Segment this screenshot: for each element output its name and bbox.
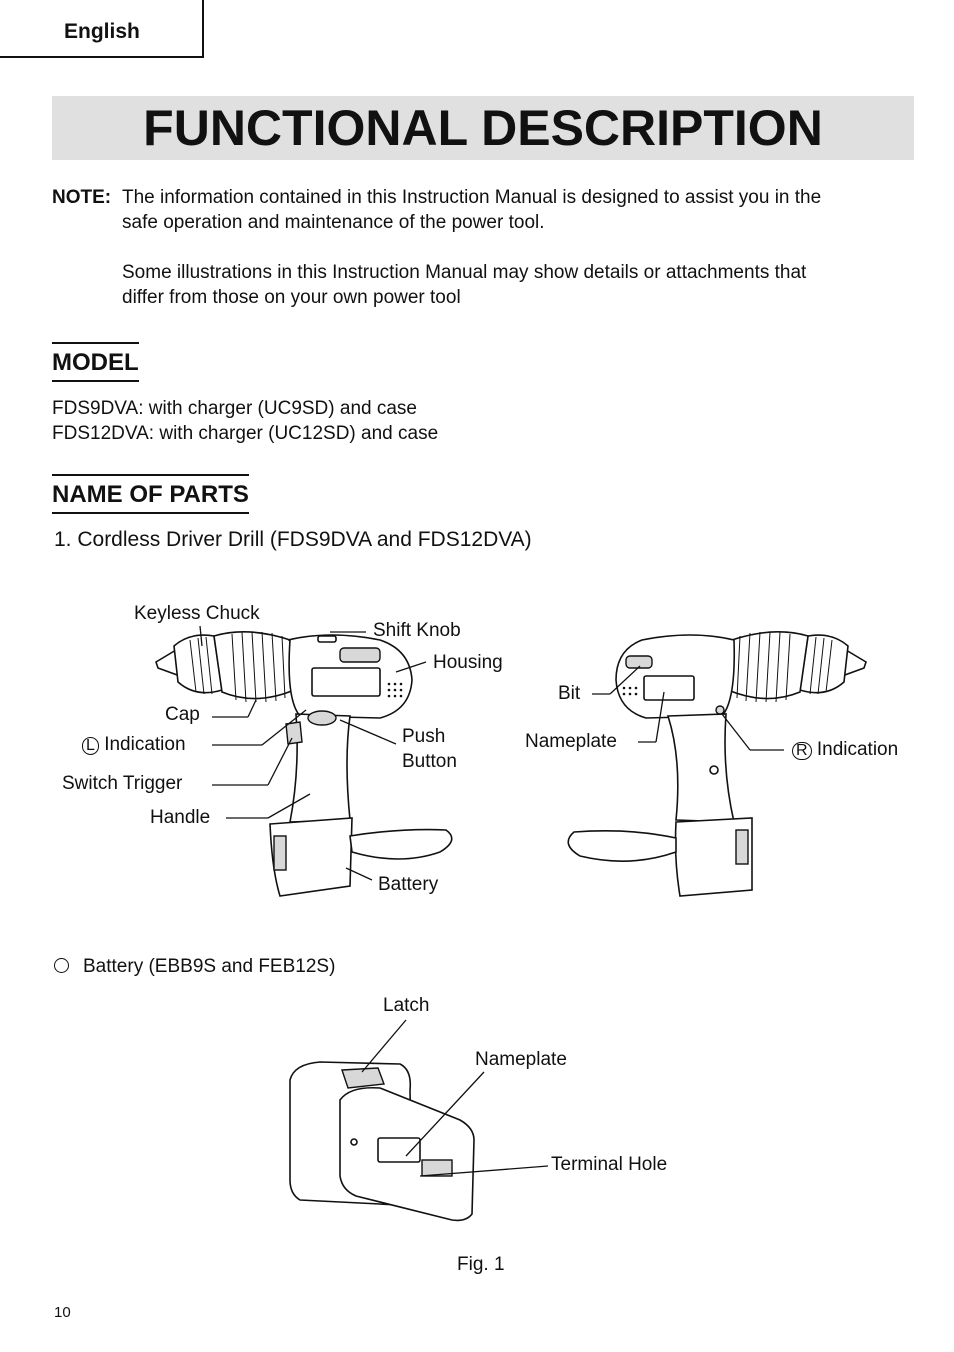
title-bar: FUNCTIONAL DESCRIPTION (52, 96, 914, 160)
circle-bullet-icon (54, 958, 69, 973)
model-item: FDS9DVA: with charger (UC9SD) and case (52, 398, 417, 419)
label-battery-nameplate: Nameplate (475, 1049, 567, 1070)
drill-item-title: 1. Cordless Driver Drill (FDS9DVA and FD… (54, 528, 532, 551)
note-line-1: The information contained in this Instru… (122, 187, 822, 208)
note-line-3: Some illustrations in this Instruction M… (122, 262, 807, 283)
page-number: 10 (54, 1304, 71, 1321)
battery-drawing (289, 1061, 475, 1222)
label-nameplate: Nameplate (525, 731, 617, 752)
drill-illustration (155, 625, 867, 897)
r-symbol-icon: R (792, 742, 812, 760)
label-cap: Cap (165, 704, 200, 725)
left-drill-drawing (155, 631, 453, 897)
label-push-button: Push Button (402, 724, 457, 774)
model-heading: MODEL (52, 342, 139, 382)
label-button: Button (402, 751, 457, 772)
figure-caption: Fig. 1 (457, 1254, 505, 1275)
note-text: The information contained in this Instru… (122, 185, 922, 310)
battery-item-title: Battery (EBB9S and FEB12S) (54, 956, 335, 978)
l-indication-text: Indication (104, 734, 186, 755)
label-terminal-hole: Terminal Hole (551, 1154, 668, 1175)
right-drill-drawing (567, 631, 867, 897)
note-line-4: differ from those on your own power tool (122, 287, 461, 308)
page-title: FUNCTIONAL DESCRIPTION (143, 100, 823, 156)
r-indication-text: Indication (816, 739, 899, 760)
label-push: Push (402, 726, 446, 747)
l-symbol-icon: L (82, 737, 99, 755)
note-line-2: safe operation and maintenance of the po… (122, 212, 545, 233)
battery-illustration (289, 1019, 549, 1222)
label-r-indication: R Indication (792, 739, 898, 761)
label-latch: Latch (383, 995, 430, 1016)
label-bit: Bit (558, 683, 581, 704)
label-switch-trigger: Switch Trigger (62, 773, 183, 794)
note-label-wrap: NOTE: (52, 185, 111, 210)
model-list: FDS9DVA: with charger (UC9SD) and case F… (52, 396, 438, 446)
label-battery: Battery (378, 874, 439, 895)
label-handle: Handle (150, 807, 211, 828)
language-label: English (64, 20, 140, 43)
label-shift-knob: Shift Knob (373, 620, 461, 641)
battery-heading: Battery (EBB9S and FEB12S) (83, 956, 336, 977)
label-housing: Housing (433, 652, 503, 673)
label-keyless-chuck: Keyless Chuck (134, 603, 260, 624)
language-tab: English (0, 0, 204, 58)
model-item: FDS12DVA: with charger (UC12SD) and case (52, 423, 439, 444)
label-l-indication: L Indication (82, 734, 186, 756)
parts-heading: NAME OF PARTS (52, 474, 249, 514)
note-label: NOTE: (52, 187, 112, 208)
